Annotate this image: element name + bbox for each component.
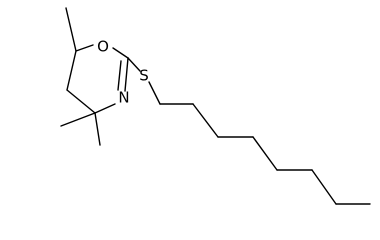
bond-c2-c3: [192, 103, 219, 138]
bond-c4-c5: [66, 89, 96, 114]
oxazine-ring: [66, 44, 129, 114]
bond-n-c4: [94, 103, 116, 114]
bond-c4-methyl-b: [94, 112, 101, 146]
bond-c5-c6: [66, 50, 77, 91]
bond-c6-c7: [311, 169, 337, 205]
bond-c2-s: [127, 57, 141, 72]
methyl-groups: [60, 7, 101, 146]
octylthio-chain: [127, 57, 371, 205]
bond-c2-n-double: [117, 60, 122, 91]
nitrogen-label: N: [118, 89, 129, 107]
sulfur-label: S: [139, 67, 149, 85]
atom-labels: O N S: [97, 38, 149, 107]
bond-c4-methyl-a: [60, 112, 96, 127]
bond-c2-n: [124, 57, 129, 92]
bond-s-c1: [148, 81, 161, 105]
bond-o-c2: [112, 47, 129, 59]
bond-c6-o: [75, 44, 94, 52]
oxygen-label: O: [97, 38, 109, 56]
bond-c4-c5: [252, 136, 278, 171]
bond-c6-methyl: [65, 7, 77, 52]
chemical-structure: O N S: [60, 7, 371, 205]
